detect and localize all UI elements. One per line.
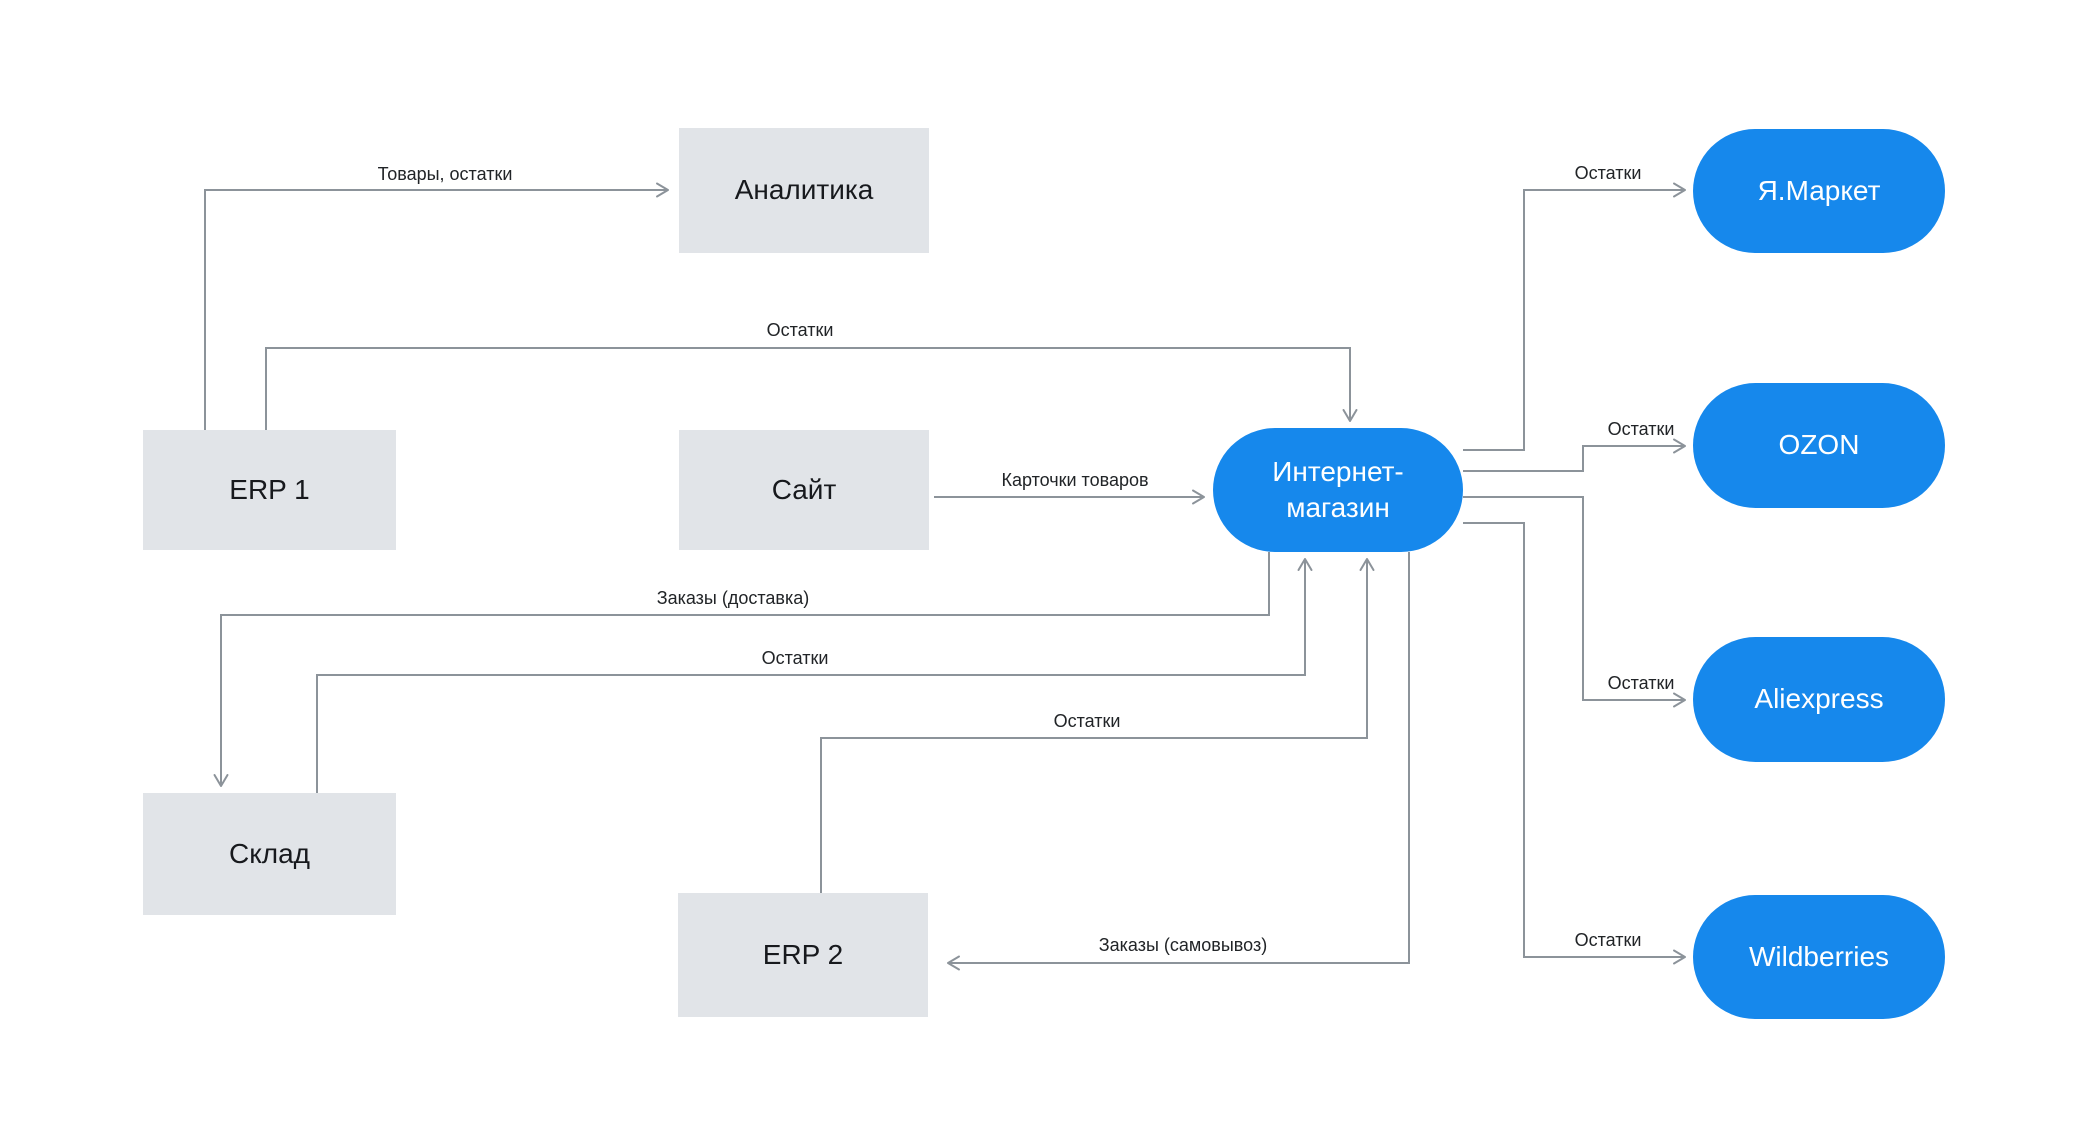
- edge-erp1-to-analytics-arrowhead-icon: [656, 182, 669, 198]
- edge-erp2-to-shop: [820, 558, 1375, 893]
- edge-label-site-to-shop: Карточки товаров: [1001, 470, 1149, 491]
- edge-label-shop-to-yamarket: Остатки: [1574, 163, 1642, 184]
- edge-sklad-to-shop-line: [316, 559, 1306, 793]
- node-sklad-label: Склад: [228, 837, 311, 869]
- edge-shop-to-aliexpress: [1463, 496, 1686, 708]
- edge-label-shop-to-erp2: Заказы (самовывоз): [1098, 935, 1268, 956]
- edge-erp1-to-analytics: [204, 182, 669, 430]
- node-wildberries-label: Wildberries: [1748, 940, 1890, 972]
- node-ozon[interactable]: OZON: [1693, 383, 1945, 508]
- node-shop-label: Интернет-магазин: [1272, 455, 1404, 523]
- edge-erp1-to-analytics-line: [204, 189, 668, 430]
- node-erp1[interactable]: ERP 1: [143, 430, 396, 550]
- node-sklad[interactable]: Склад: [143, 793, 396, 915]
- edge-shop-to-sklad-line: [220, 552, 1270, 786]
- node-ozon-label: OZON: [1778, 429, 1860, 461]
- edge-label-shop-to-wildberries: Остатки: [1574, 930, 1642, 951]
- edge-shop-to-wildberries-arrowhead-icon: [1673, 949, 1686, 965]
- edge-sklad-to-shop: [316, 558, 1313, 793]
- edge-erp1-to-shop-line: [265, 347, 1351, 430]
- edge-shop-to-ozon: [1463, 438, 1686, 472]
- node-shop[interactable]: Интернет-магазин: [1213, 428, 1463, 552]
- edge-erp2-to-shop-arrowhead-icon: [1359, 558, 1375, 571]
- edge-shop-to-sklad-arrowhead-icon: [213, 774, 229, 787]
- edge-site-to-shop-arrowhead-icon: [1192, 489, 1205, 505]
- node-erp1-label: ERP 1: [229, 473, 310, 505]
- edge-shop-to-ozon-arrowhead-icon: [1673, 438, 1686, 454]
- edge-label-shop-to-aliexpress: Остатки: [1607, 673, 1675, 694]
- node-yamarket-label: Я.Маркет: [1757, 174, 1881, 206]
- edge-shop-to-erp2-line: [948, 552, 1410, 964]
- edge-shop-to-yamarket-line: [1463, 189, 1685, 451]
- node-erp2[interactable]: ERP 2: [678, 893, 928, 1017]
- edge-shop-to-aliexpress-arrowhead-icon: [1673, 692, 1686, 708]
- edge-erp1-to-shop: [265, 347, 1358, 430]
- edge-label-erp1-to-analytics: Товары, остатки: [377, 164, 513, 185]
- edge-label-erp2-to-shop: Остатки: [1053, 711, 1121, 732]
- edge-erp2-to-shop-line: [820, 559, 1368, 893]
- edge-shop-to-sklad: [213, 552, 1270, 787]
- edge-label-sklad-to-shop: Остатки: [761, 648, 829, 669]
- edge-shop-to-wildberries: [1463, 522, 1686, 965]
- node-analytics[interactable]: Аналитика: [679, 128, 929, 253]
- edge-shop-to-wildberries-line: [1463, 522, 1685, 958]
- edge-shop-to-aliexpress-line: [1463, 496, 1685, 701]
- edge-shop-to-yamarket: [1463, 182, 1686, 451]
- node-aliexpress-label: Aliexpress: [1754, 683, 1884, 715]
- edge-label-erp1-to-shop: Остатки: [766, 320, 834, 341]
- edge-shop-to-erp2: [947, 552, 1410, 971]
- node-erp2-label: ERP 2: [762, 938, 844, 970]
- node-aliexpress[interactable]: Aliexpress: [1693, 637, 1945, 762]
- node-analytics-label: Аналитика: [734, 174, 874, 206]
- node-wildberries[interactable]: Wildberries: [1693, 895, 1945, 1019]
- edge-label-shop-to-ozon: Остатки: [1607, 419, 1675, 440]
- node-site-label: Сайт: [771, 473, 837, 505]
- edge-shop-to-ozon-line: [1463, 445, 1685, 472]
- edge-erp1-to-shop-arrowhead-icon: [1342, 409, 1358, 422]
- edge-sklad-to-shop-arrowhead-icon: [1297, 558, 1313, 571]
- node-yamarket[interactable]: Я.Маркет: [1693, 129, 1945, 253]
- edge-label-shop-to-sklad: Заказы (доставка): [656, 588, 810, 609]
- edge-site-to-shop: [934, 489, 1205, 505]
- edge-shop-to-erp2-arrowhead-icon: [947, 955, 960, 971]
- node-site[interactable]: Сайт: [679, 430, 929, 550]
- edge-shop-to-yamarket-arrowhead-icon: [1673, 182, 1686, 198]
